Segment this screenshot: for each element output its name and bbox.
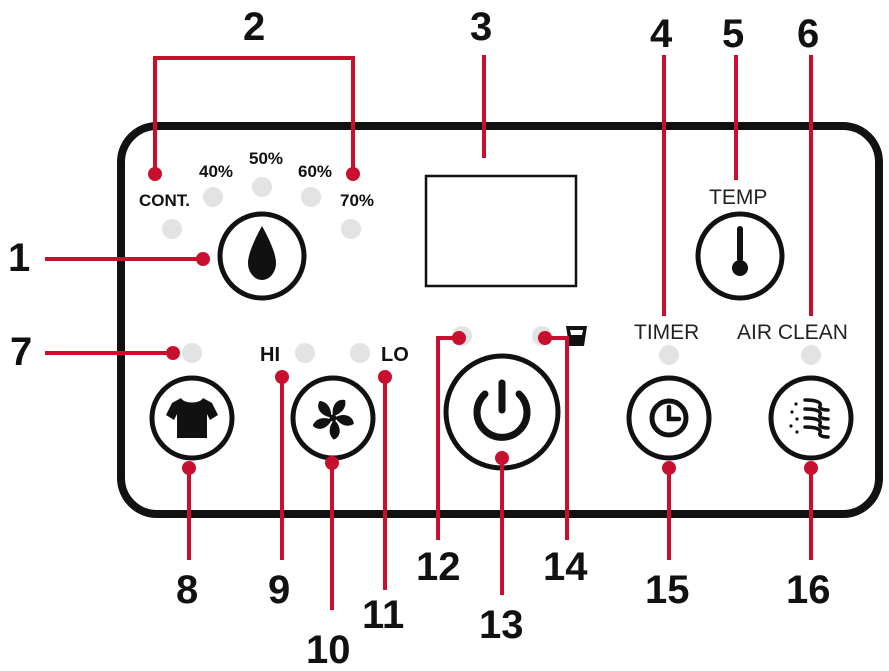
callout-dot-14 (538, 331, 552, 345)
led-timer (659, 345, 679, 365)
laundry-button[interactable] (149, 375, 235, 461)
callout-number-16: 16 (786, 568, 831, 612)
label-70: 70% (340, 191, 374, 210)
thermometer-icon (732, 226, 748, 276)
callout-line-14 (545, 336, 569, 540)
callout-number-9: 9 (268, 568, 290, 612)
callout-number-1: 1 (8, 236, 30, 280)
power-icon (473, 379, 531, 441)
led-laundry (182, 343, 202, 363)
timer-button[interactable] (626, 375, 712, 461)
callout-dot-9 (275, 370, 289, 384)
callout-dot-8 (182, 461, 196, 475)
air-purify-icon (789, 398, 830, 439)
callout-dot-12 (452, 331, 466, 345)
led-lo (350, 343, 370, 363)
callout-dot-2b (346, 167, 360, 181)
led-cont (162, 219, 182, 239)
callout-number-7: 7 (10, 330, 32, 374)
display-screen (424, 174, 578, 288)
fan-icon (312, 399, 354, 440)
callout-number-3: 3 (470, 5, 492, 49)
callout-dot-1 (196, 252, 210, 266)
callout-dot-15 (662, 461, 676, 475)
callout-number-15: 15 (645, 568, 690, 612)
label-hi: HI (260, 344, 280, 366)
callout-number-4: 4 (650, 12, 673, 56)
callout-dot-16 (804, 461, 818, 475)
bucket-icon (566, 326, 587, 346)
label-temp: TEMP (709, 186, 767, 209)
callout-dot-11 (378, 370, 392, 384)
label-60: 60% (298, 162, 332, 181)
callout-dot-2a (148, 167, 162, 181)
clock-icon (649, 398, 689, 438)
callout-number-13: 13 (479, 603, 524, 647)
label-50: 50% (249, 149, 283, 168)
callout-dot-7 (166, 346, 180, 360)
led-70 (341, 219, 361, 239)
led-40 (203, 187, 223, 207)
humidity-button[interactable] (217, 211, 307, 301)
led-50 (252, 177, 272, 197)
callout-line-2 (153, 56, 355, 174)
label-lo: LO (381, 344, 409, 366)
callout-dot-10 (325, 456, 339, 470)
callout-number-8: 8 (176, 568, 198, 612)
callout-number-11: 11 (362, 593, 404, 637)
led-air-clean (801, 345, 821, 365)
led-60 (301, 187, 321, 207)
callout-number-12: 12 (416, 545, 461, 589)
tshirt-icon (166, 398, 218, 438)
callout-number-2: 2 (243, 5, 265, 49)
callout-number-10: 10 (306, 628, 351, 671)
label-timer: TIMER (634, 321, 699, 344)
fan-button[interactable] (290, 375, 376, 461)
callout-number-5: 5 (722, 12, 744, 56)
water-drop-icon (248, 226, 276, 280)
label-air-clean: AIR CLEAN (737, 321, 848, 344)
callout-dot-13 (495, 451, 509, 465)
callout-number-14: 14 (543, 545, 588, 589)
led-hi (295, 343, 315, 363)
temp-button[interactable] (695, 211, 785, 301)
label-40: 40% (199, 162, 233, 181)
label-cont: CONT. (139, 191, 190, 210)
callout-number-6: 6 (797, 12, 819, 56)
air-clean-button[interactable] (768, 375, 854, 461)
